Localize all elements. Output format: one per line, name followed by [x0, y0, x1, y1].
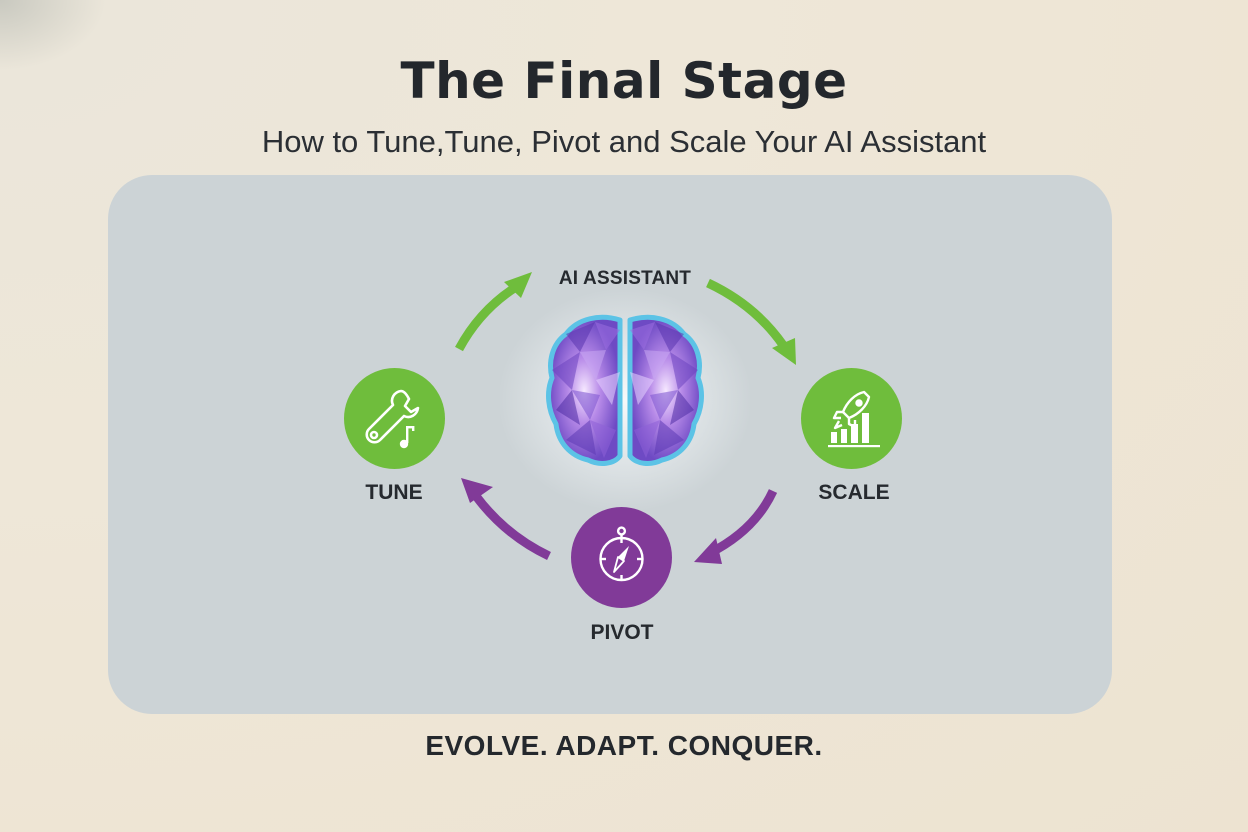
node-label-pivot: PIVOT	[590, 621, 654, 644]
brain-icon	[546, 314, 704, 466]
brain-glow	[500, 290, 750, 510]
center-label-ai-assistant: AI ASSISTANT	[558, 268, 692, 289]
node-scale[interactable]	[801, 368, 902, 469]
node-label-tune: TUNE	[365, 481, 423, 504]
node-label-scale: SCALE	[818, 481, 890, 504]
compass-icon	[599, 526, 644, 582]
arrow-scale-to-pivot	[694, 489, 778, 564]
node-pivot[interactable]	[571, 507, 672, 608]
arrow-tune-to-assistant	[455, 272, 532, 352]
wrench-music-note-icon	[365, 389, 420, 449]
node-tune[interactable]	[344, 368, 445, 469]
page-subtitle: How to Tune,Tune, Pivot and Scale Your A…	[261, 124, 987, 159]
tagline: EVOLVE. ADAPT. CONQUER.	[425, 730, 823, 761]
arrow-pivot-to-tune	[461, 478, 551, 561]
arrow-assistant-to-scale	[706, 278, 796, 365]
rocket-growth-chart-icon	[828, 390, 880, 448]
page-title: The Final Stage	[400, 52, 848, 110]
